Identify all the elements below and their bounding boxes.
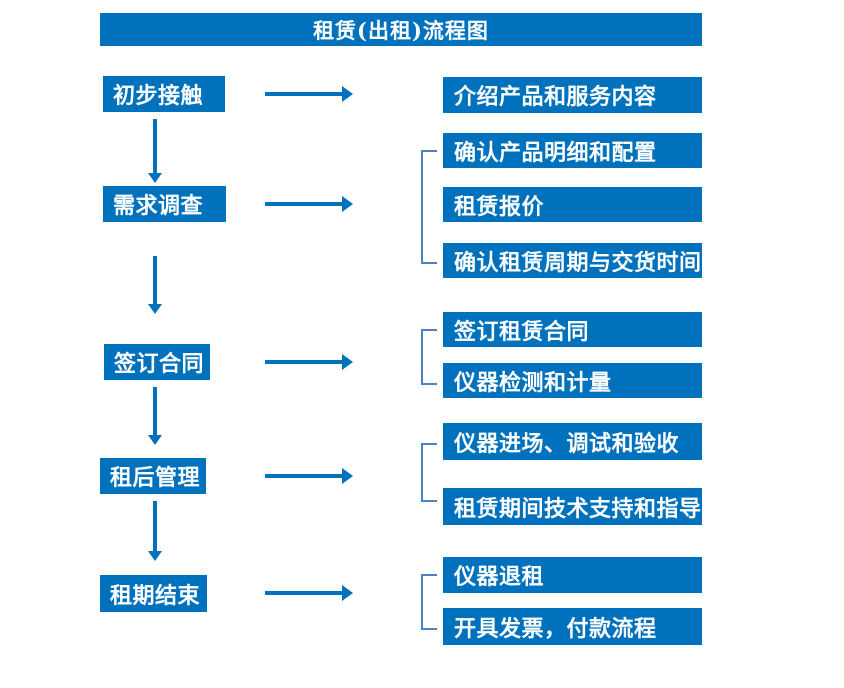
detail-box-introduce-products: 介绍产品和服务内容 xyxy=(443,77,702,113)
group-bracket xyxy=(421,443,437,502)
step-box-sign-contract: 签订合同 xyxy=(104,344,210,380)
arrow-right-icon xyxy=(265,86,353,102)
group-bracket xyxy=(421,574,437,630)
detail-box-confirm-period: 确认租赁周期与交货时间 xyxy=(443,243,702,278)
arrow-right-icon xyxy=(265,468,353,484)
detail-box-rental-quote: 租赁报价 xyxy=(443,187,702,222)
arrow-down-icon xyxy=(148,387,162,445)
step-box-needs-survey: 需求调查 xyxy=(103,186,226,222)
detail-box-instrument-testing: 仪器检测和计量 xyxy=(443,363,702,398)
arrow-right-icon xyxy=(265,585,353,601)
group-bracket xyxy=(421,329,437,385)
arrow-down-icon xyxy=(148,256,162,314)
flowchart-title: 租赁(出租)流程图 xyxy=(100,13,702,46)
arrow-down-icon xyxy=(148,119,162,183)
step-box-post-rental-mgmt: 租后管理 xyxy=(100,458,206,494)
step-box-initial-contact: 初步接触 xyxy=(103,76,225,112)
detail-box-invoice-payment: 开具发票，付款流程 xyxy=(443,608,702,645)
group-bracket xyxy=(421,150,437,264)
detail-box-tech-support: 租赁期间技术支持和指导 xyxy=(443,488,702,525)
step-box-rental-end: 租期结束 xyxy=(100,575,207,612)
detail-box-sign-rental-contract: 签订租赁合同 xyxy=(443,312,702,347)
detail-box-instrument-return: 仪器退租 xyxy=(443,557,702,593)
detail-box-instrument-setup: 仪器进场、调试和验收 xyxy=(443,423,702,460)
detail-box-confirm-details: 确认产品明细和配置 xyxy=(443,133,702,168)
arrow-right-icon xyxy=(265,354,353,370)
arrow-right-icon xyxy=(265,196,353,212)
arrow-down-icon xyxy=(148,501,162,561)
